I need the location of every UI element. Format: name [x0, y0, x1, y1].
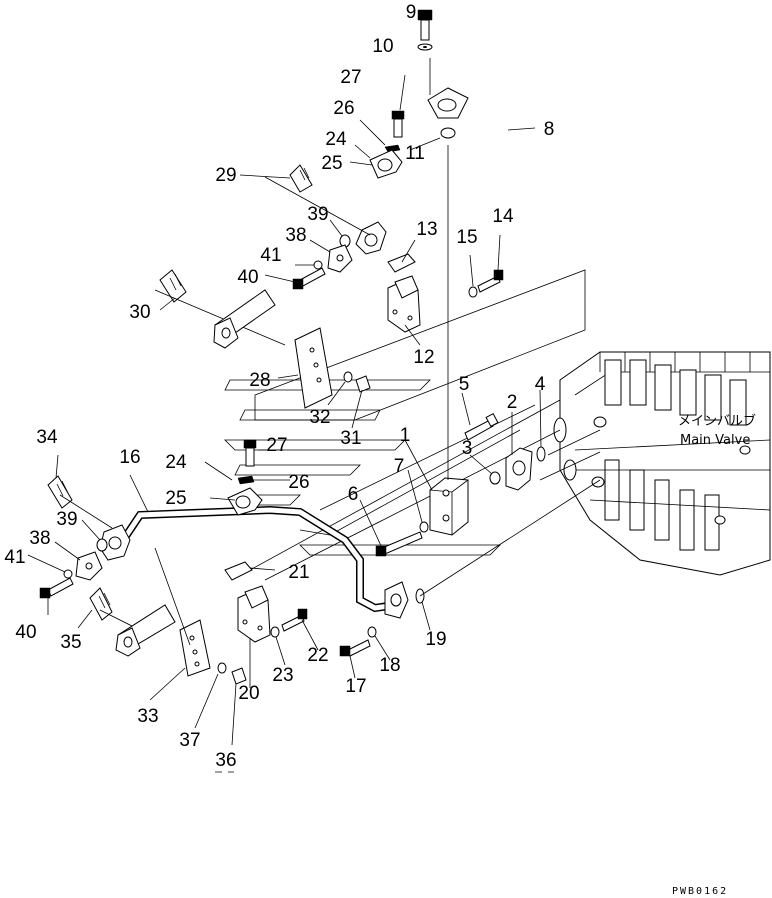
pipe-8 [355, 67, 508, 255]
part-label-8: 8 [544, 119, 555, 140]
part-label-34: 34 [36, 427, 58, 448]
part-label-21: 21 [288, 562, 309, 583]
part-label-9: 9 [406, 2, 417, 23]
part-label-20: 20 [238, 683, 259, 704]
part-label-41b: 41 [4, 547, 25, 568]
part-label-12: 12 [413, 347, 434, 368]
part-label-26: 26 [333, 98, 354, 119]
part-label-2: 2 [507, 392, 518, 413]
part-label-7: 7 [394, 456, 405, 477]
part-label-35: 35 [60, 632, 81, 653]
part-label-32: 32 [309, 407, 330, 428]
part-label-4: 4 [535, 374, 546, 395]
part-label-1: 1 [400, 425, 411, 446]
leader-lines [27, 58, 601, 773]
part-label-27: 27 [340, 67, 361, 88]
part-label-30: 30 [129, 302, 150, 323]
part-label-18: 18 [379, 655, 400, 676]
part-label-39: 39 [307, 204, 328, 225]
part-label-15: 15 [456, 227, 477, 248]
part-label-23: 23 [272, 665, 293, 686]
part-label-38b: 38 [29, 528, 50, 549]
block-1-assembly [375, 413, 546, 604]
part-label-10: 10 [372, 36, 393, 57]
part-label-25b: 25 [165, 488, 186, 509]
part-label-29: 29 [215, 165, 236, 186]
part-label-28: 28 [249, 370, 270, 391]
part-label-41: 41 [260, 245, 281, 266]
lower-fasteners [39, 439, 377, 685]
part-label-33: 33 [137, 706, 158, 727]
part-label-40b: 40 [15, 622, 36, 643]
part-label-22: 22 [307, 645, 328, 666]
part-label-26b: 26 [288, 472, 309, 493]
part-label-3: 3 [462, 438, 473, 459]
part-number-labels: 9 10 27 26 24 25 11 8 29 39 38 41 40 30 … [4, 2, 554, 771]
main-valve-assembly [553, 351, 771, 576]
part-label-36: 36 [215, 750, 236, 771]
part-label-24: 24 [325, 129, 347, 150]
part-label-14: 14 [492, 206, 514, 227]
part-label-25: 25 [321, 153, 342, 174]
part-label-11: 11 [405, 143, 425, 164]
main-valve-label-jp: メインバルブ [678, 413, 756, 429]
part-label-38: 38 [285, 225, 306, 246]
part-label-40: 40 [237, 267, 258, 288]
part-label-39b: 39 [56, 509, 77, 530]
part-label-17: 17 [345, 676, 366, 697]
part-label-19: 19 [425, 629, 446, 650]
part-label-31: 31 [340, 428, 361, 449]
main-valve-label-en: Main Valve [680, 433, 750, 448]
drawing-code: PWB0162 [672, 886, 728, 897]
part-label-27b: 27 [266, 435, 287, 456]
part-label-5: 5 [459, 374, 470, 395]
part-label-16: 16 [119, 447, 140, 468]
upper-fasteners [154, 9, 504, 409]
part-label-24b: 24 [165, 452, 187, 473]
part-label-6: 6 [348, 484, 359, 505]
part-label-13: 13 [416, 219, 437, 240]
part-label-37: 37 [179, 730, 200, 751]
